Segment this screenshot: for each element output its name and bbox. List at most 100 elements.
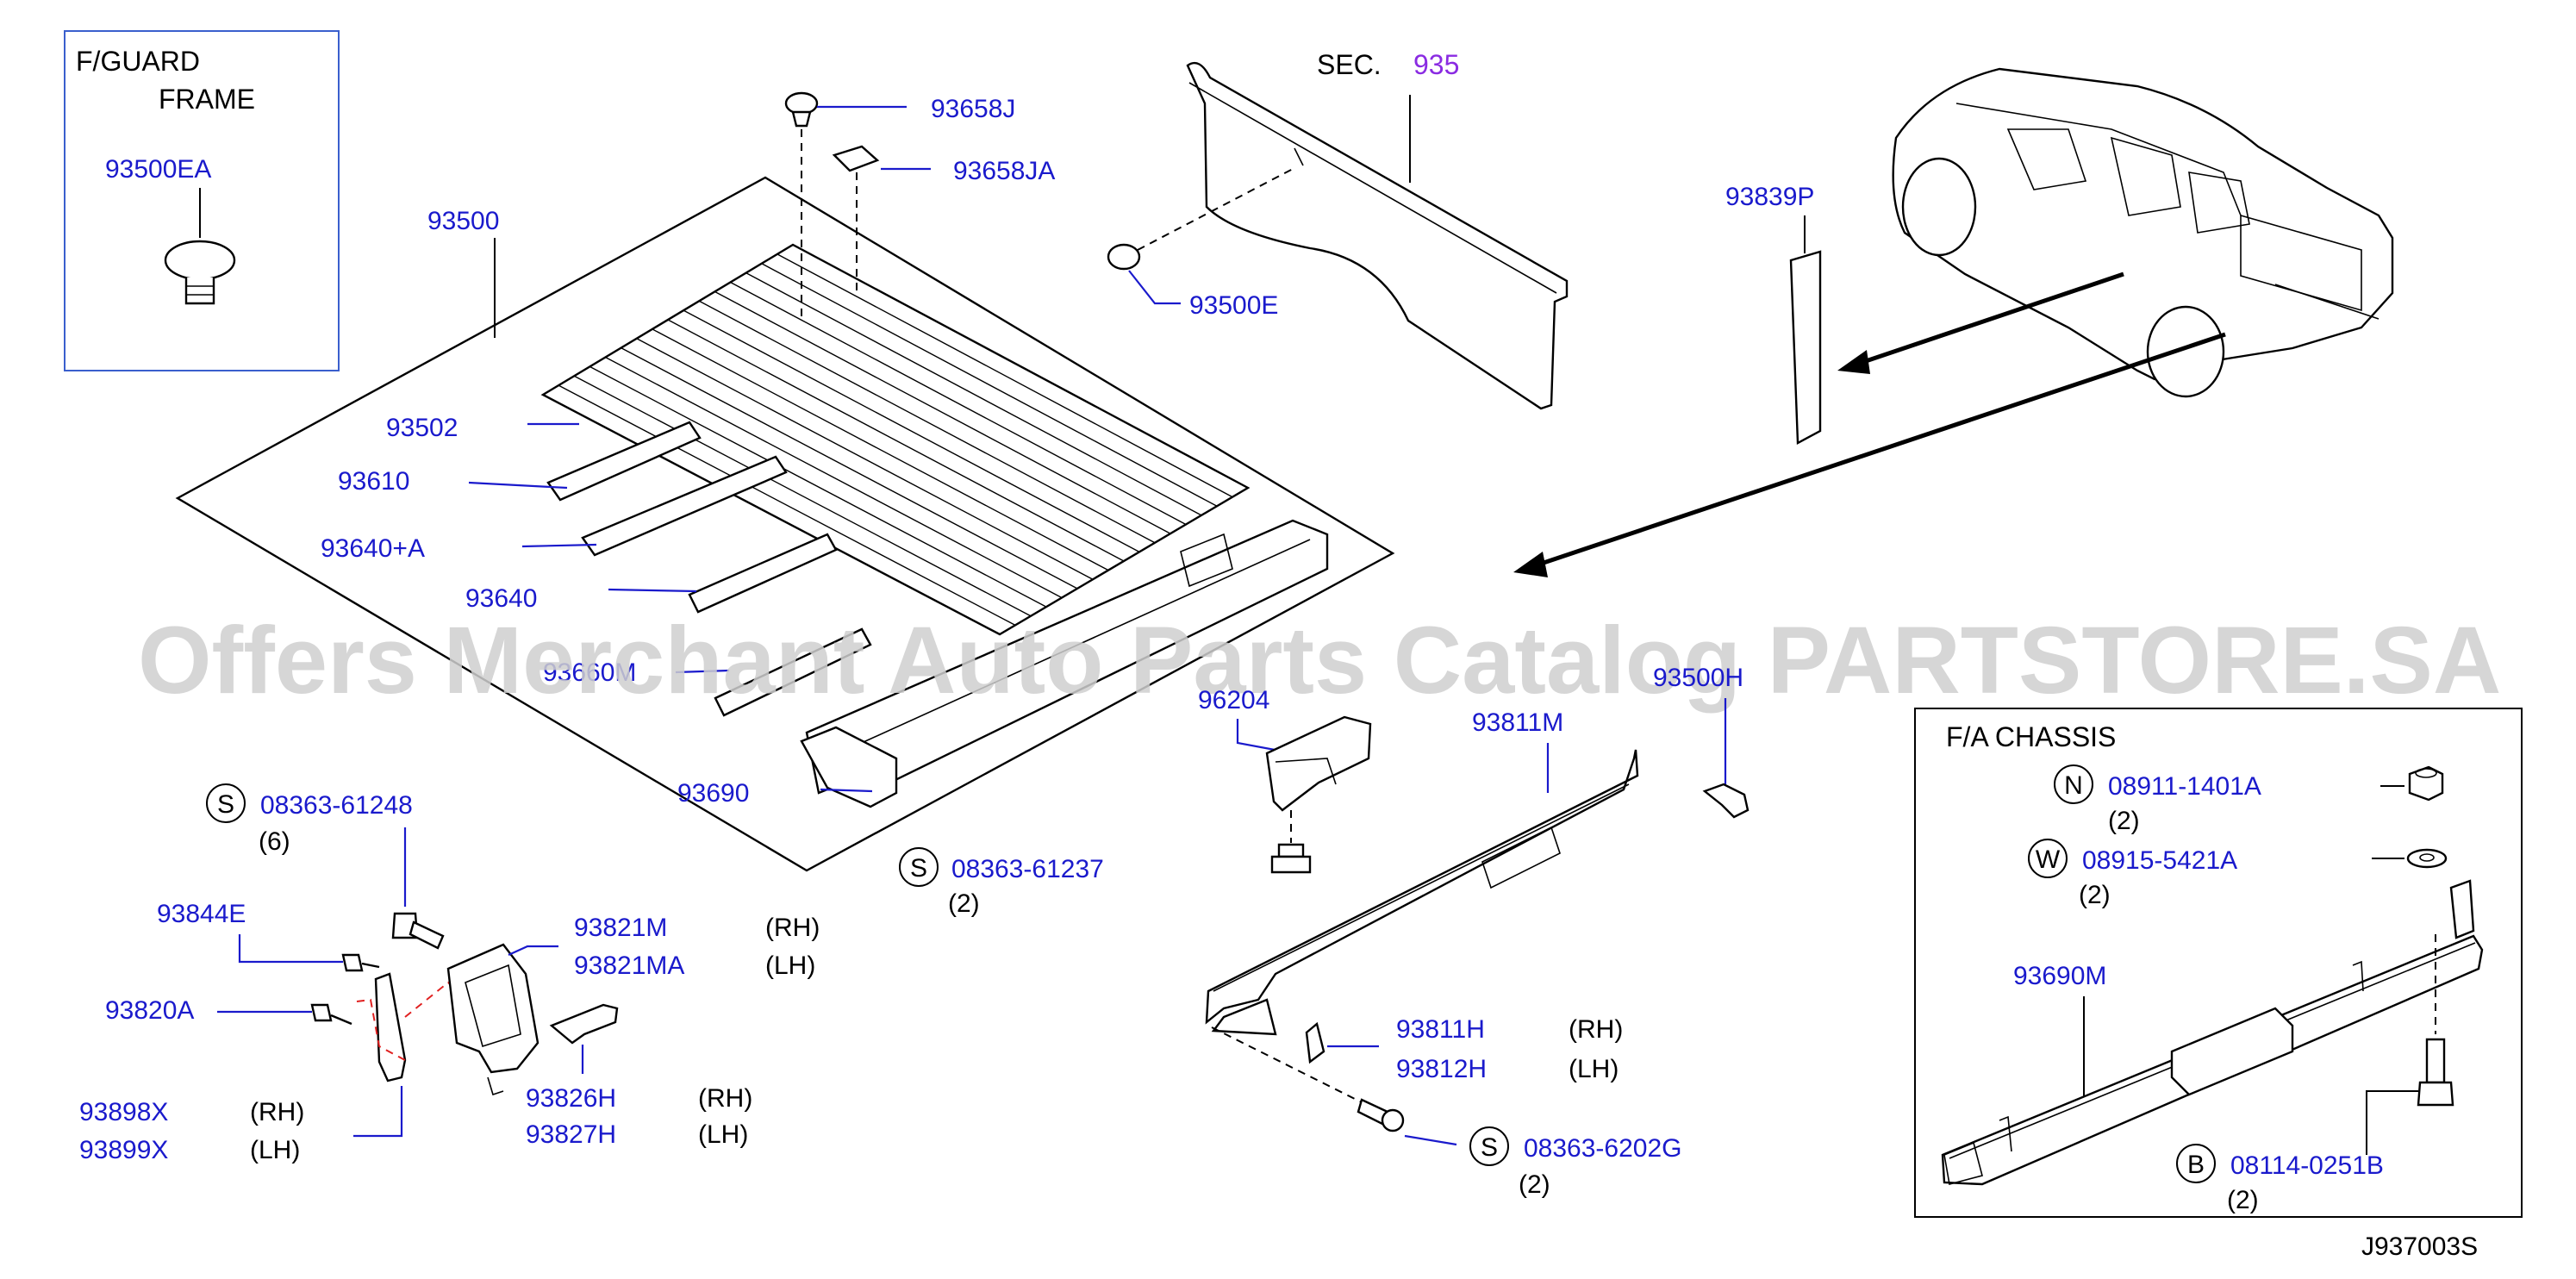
part-label-93821MA[interactable]: 93821MA	[574, 951, 684, 980]
fguard-title-line1: F/GUARD	[76, 46, 200, 77]
qty-08363-6202G: (2)	[1519, 1170, 1550, 1199]
floor-rib	[636, 338, 1094, 580]
fastener-s1[interactable]: S 08363-61248 (6)	[206, 783, 413, 856]
part-label-93660M[interactable]: 93660M	[543, 658, 636, 687]
watermark-text: Offers Merchant Auto Parts Catalog PARTS…	[138, 608, 2501, 714]
part-label-93690M[interactable]: 93690M	[2013, 962, 2106, 990]
fastener-s3[interactable]: S 08363-6202G (2)	[1469, 1126, 1682, 1199]
fastener-n1-letter: N	[2064, 771, 2083, 800]
part-label-93610[interactable]: 93610	[338, 467, 409, 496]
floor-rib	[698, 300, 1156, 544]
part-label-93844E[interactable]: 93844E	[157, 900, 246, 928]
part-label-93820A[interactable]: 93820A	[105, 996, 194, 1025]
part-label-93658JA[interactable]: 93658JA	[953, 157, 1055, 185]
side-93827H: (LH)	[698, 1120, 748, 1149]
side-93821MA: (LH)	[765, 951, 815, 980]
bracket-93898X	[374, 972, 407, 1082]
floor-rib	[621, 347, 1078, 590]
part-label-93690[interactable]: 93690	[677, 779, 749, 808]
floor-rib	[745, 272, 1202, 516]
section-number[interactable]: 935	[1413, 49, 1459, 80]
bed-floor-plate	[175, 176, 1395, 872]
floor-rib	[683, 309, 1140, 552]
diagram-code: J937003S	[2361, 1232, 2478, 1261]
qty-08114-0251B: (2)	[2227, 1186, 2259, 1214]
clip-93500E-icon	[1107, 243, 1141, 271]
qty-08363-61248: (6)	[259, 827, 290, 856]
fguard-title-line2: FRAME	[159, 84, 255, 115]
floor-rib	[667, 319, 1125, 562]
part-label-93500[interactable]: 93500	[427, 207, 499, 235]
side-93898X: (RH)	[250, 1098, 304, 1126]
seal-strip-93839P	[1789, 250, 1822, 445]
part-label-93812H[interactable]: 93812H	[1396, 1055, 1487, 1083]
part-label-93811H[interactable]: 93811H	[1396, 1015, 1485, 1044]
side-93826H: (RH)	[698, 1084, 752, 1113]
nut-08911-1401A-icon	[2408, 765, 2444, 802]
part-label-08363-6202G[interactable]: 08363-6202G	[1524, 1134, 1682, 1163]
floor-ribs	[558, 253, 1233, 626]
pointer-arrows	[1513, 271, 2226, 577]
fastener-b1[interactable]: B 08114-0251B (2)	[2176, 1144, 2384, 1214]
part-label-93500H[interactable]: 93500H	[1653, 664, 1743, 692]
fastener-w1-letter: W	[2036, 845, 2061, 874]
part-label-93811M[interactable]: 93811M	[1472, 708, 1563, 737]
screw-93820A-icon	[310, 1003, 352, 1026]
fguard-frame-box: F/GUARD FRAME 93500EA	[64, 30, 340, 371]
part-label-08363-61248[interactable]: 08363-61248	[260, 791, 413, 820]
screw-93844E-icon	[341, 953, 380, 972]
fastener-s3-letter: S	[1481, 1133, 1498, 1162]
clip-93500EA-icon	[164, 240, 236, 305]
rear-fender-panel	[1186, 61, 1569, 410]
bolt-08363-61248-icon	[391, 912, 445, 950]
bolt-08114-0251B-icon	[2417, 1038, 2454, 1107]
fastener-w1[interactable]: W 08915-5421A (2)	[2028, 839, 2237, 909]
washer-08915-5421A-icon	[2406, 848, 2448, 869]
part-label-08911-1401A[interactable]: 08911-1401A	[2108, 772, 2261, 801]
floor-rib	[573, 375, 1032, 617]
part-label-93502[interactable]: 93502	[386, 414, 458, 442]
part-label-93899X[interactable]: 93899X	[79, 1136, 168, 1164]
clip-93500H-icon	[1702, 783, 1750, 819]
floor-rib	[714, 290, 1171, 534]
qty-08911-1401A: (2)	[2108, 807, 2140, 835]
part-label-93826H[interactable]: 93826H	[526, 1084, 616, 1113]
part-label-93821M[interactable]: 93821M	[574, 914, 667, 942]
fastener-n1[interactable]: N 08911-1401A (2)	[2054, 764, 2261, 835]
part-label-08915-5421A[interactable]: 08915-5421A	[2082, 846, 2237, 875]
floor-rib	[605, 356, 1063, 599]
side-93811H: (RH)	[1569, 1015, 1623, 1044]
part-label-93640A[interactable]: 93640+A	[321, 534, 425, 563]
floor-rib	[777, 253, 1233, 498]
side-rail-93811M	[1205, 749, 1639, 1036]
part-label-93898X[interactable]: 93898X	[79, 1098, 168, 1126]
plate-93826H	[549, 1003, 619, 1045]
fastener-s1-letter: S	[217, 790, 234, 819]
floor-rib	[558, 384, 1016, 626]
floor-rib	[652, 328, 1109, 571]
part-label-93827H[interactable]: 93827H	[526, 1120, 616, 1149]
plug-93658J-icon	[784, 91, 819, 128]
fa-chassis-title: F/A CHASSIS	[1946, 721, 2116, 752]
qty-08363-61237: (2)	[948, 889, 980, 918]
floor-rib	[730, 281, 1187, 526]
floor-rib	[589, 365, 1047, 608]
bracket-93821M	[446, 943, 540, 1096]
part-label-93658J[interactable]: 93658J	[931, 95, 1015, 123]
clip-93811H-icon	[1305, 1021, 1325, 1064]
part-label-93500EA[interactable]: 93500EA	[105, 155, 211, 184]
part-label-93640[interactable]: 93640	[465, 584, 537, 613]
part-label-93500E[interactable]: 93500E	[1189, 291, 1278, 320]
side-93821M: (RH)	[765, 914, 820, 942]
part-label-96204[interactable]: 96204	[1198, 686, 1269, 714]
bolt-08363-6202G-icon	[1357, 1098, 1405, 1132]
side-93812H: (LH)	[1569, 1055, 1619, 1083]
pickup-truck-illustration	[1892, 67, 2394, 398]
fastener-s2[interactable]: S 08363-61237 (2)	[899, 847, 1104, 918]
part-label-08114-0251B[interactable]: 08114-0251B	[2230, 1151, 2384, 1180]
part-label-08363-61237[interactable]: 08363-61237	[951, 855, 1104, 883]
part-label-93839P[interactable]: 93839P	[1725, 183, 1814, 211]
floor-rib	[761, 263, 1218, 507]
sill-93690M	[1941, 879, 2484, 1186]
